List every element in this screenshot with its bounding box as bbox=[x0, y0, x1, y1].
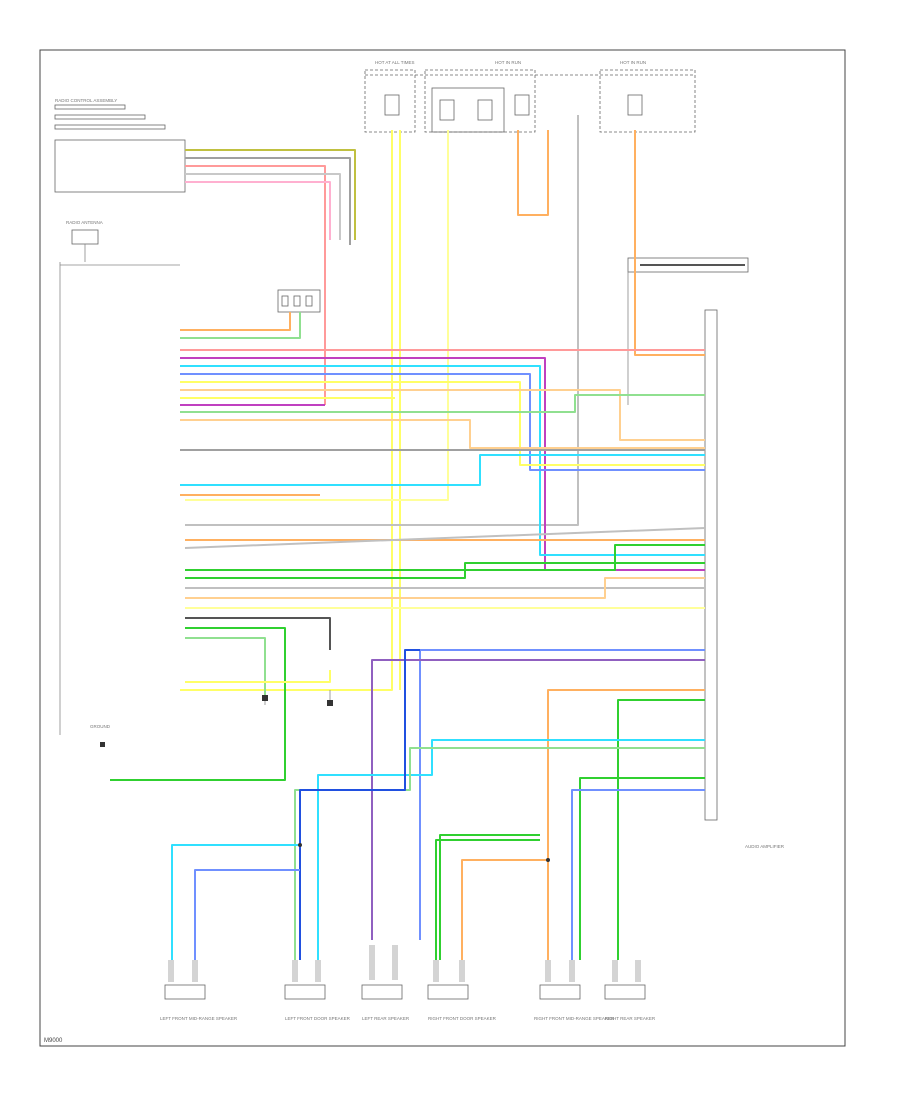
fuse-block-left: HOT AT ALL TIMES bbox=[364, 60, 416, 133]
splice-dot bbox=[298, 843, 302, 847]
svg-text:LEFT REAR SPEAKER: LEFT REAR SPEAKER bbox=[362, 1016, 410, 1021]
ground-symbol-left bbox=[262, 695, 268, 705]
svg-text:RIGHT FRONT DOOR SPEAKER: RIGHT FRONT DOOR SPEAKER bbox=[428, 1016, 497, 1021]
svg-text:GROUND: GROUND bbox=[90, 724, 111, 729]
radio-control-module: RADIO CONTROL ASSEMBLY bbox=[54, 98, 186, 193]
ground-symbol-radio: GROUND bbox=[90, 724, 111, 747]
svg-text:LEFT FRONT DOOR SPEAKER: LEFT FRONT DOOR SPEAKER bbox=[285, 1016, 351, 1021]
speaker-right-front-door: RIGHT FRONT DOOR SPEAKER bbox=[427, 984, 497, 1021]
svg-text:HOT AT ALL TIMES: HOT AT ALL TIMES bbox=[375, 60, 415, 65]
svg-text:AUDIO AMPLIFIER: AUDIO AMPLIFIER bbox=[745, 844, 785, 849]
speaker-left-rear: LEFT REAR SPEAKER bbox=[361, 984, 410, 1021]
wire-harness bbox=[110, 115, 706, 960]
speaker-left-front-door: LEFT FRONT DOOR SPEAKER bbox=[284, 984, 351, 1021]
amplifier-connector: AUDIO AMPLIFIER bbox=[704, 309, 785, 849]
svg-text:HOT IN RUN: HOT IN RUN bbox=[620, 60, 646, 65]
ground-symbol-mid bbox=[327, 690, 333, 706]
splice-dot bbox=[546, 858, 550, 862]
svg-text:RIGHT REAR SPEAKER: RIGHT REAR SPEAKER bbox=[605, 1016, 656, 1021]
speaker-left-front-mid: LEFT FRONT MID-RANGE SPEAKER bbox=[160, 984, 238, 1021]
svg-text:LEFT FRONT MID-RANGE SPEAKER: LEFT FRONT MID-RANGE SPEAKER bbox=[160, 1016, 238, 1021]
speaker-right-rear: RIGHT REAR SPEAKER bbox=[604, 984, 656, 1021]
fuse-block-middle: HOT IN RUN bbox=[424, 60, 536, 133]
svg-text:RADIO CONTROL ASSEMBLY: RADIO CONTROL ASSEMBLY bbox=[55, 98, 117, 103]
svg-text:HOT IN RUN: HOT IN RUN bbox=[495, 60, 521, 65]
speaker-right-front-mid: RIGHT FRONT MID-RANGE SPEAKER bbox=[534, 984, 615, 1021]
svg-text:RADIO ANTENNA: RADIO ANTENNA bbox=[66, 220, 103, 225]
speaker-pin-stubs bbox=[168, 945, 641, 982]
module-connector-top-right bbox=[627, 257, 749, 405]
svg-text:RIGHT FRONT MID-RANGE SPEAKER: RIGHT FRONT MID-RANGE SPEAKER bbox=[534, 1016, 615, 1021]
radio-connector bbox=[277, 289, 321, 313]
diagram-frame bbox=[39, 49, 846, 1047]
antenna-icon: RADIO ANTENNA bbox=[66, 220, 103, 262]
footer-code: M9000 bbox=[44, 1038, 63, 1044]
fuse-block-right: HOT IN RUN bbox=[599, 60, 696, 133]
